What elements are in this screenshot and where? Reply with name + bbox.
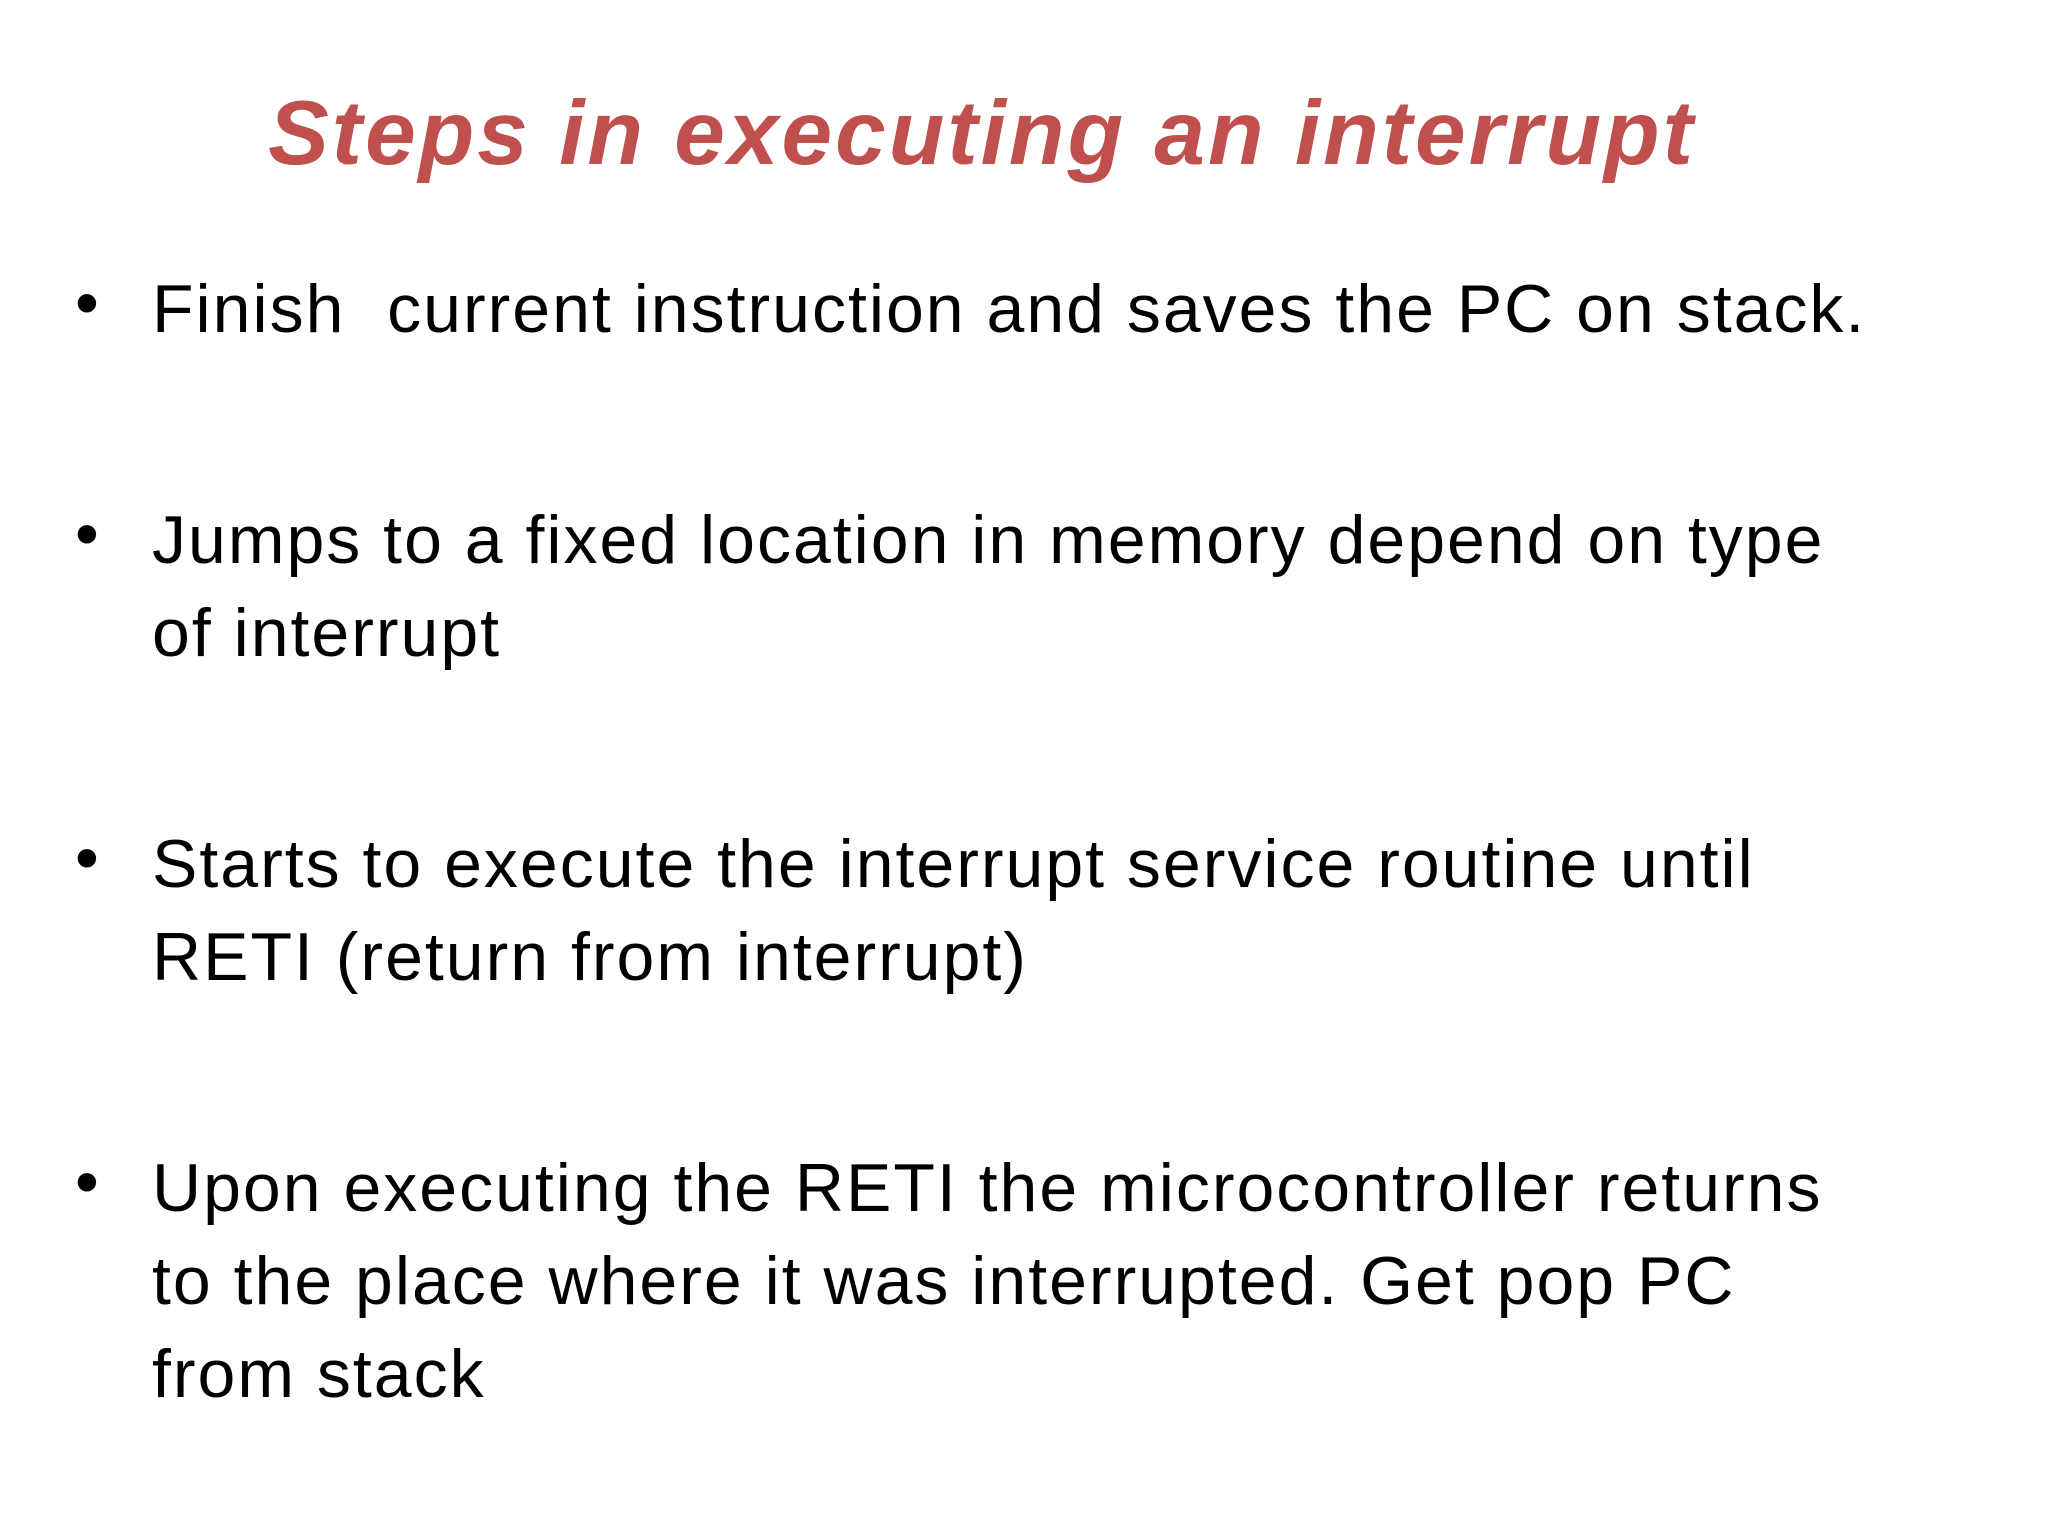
bullet-marker: • xyxy=(75,1144,99,1220)
bullet-marker: • xyxy=(75,496,99,572)
bullet-text: Upon executing the RETI the microcontrol… xyxy=(152,1150,1823,1412)
bullet-list: • Finish current instruction and saves th… xyxy=(75,263,1975,1536)
bullet-text: Finish current instruction and saves the… xyxy=(152,271,1867,347)
slide-title: Steps in executing an interrupt xyxy=(268,83,1696,184)
bullet-marker: • xyxy=(75,820,99,896)
bullet-text: Jumps to a fixed location in memory depe… xyxy=(152,502,1825,671)
bullet-marker: • xyxy=(75,265,99,341)
bullet-item: • Finish current instruction and saves th… xyxy=(75,263,1975,356)
bullet-item: • Jumps to a fixed location in memory dep… xyxy=(75,494,1975,680)
bullet-item: • Upon executing the RETI the microcontro… xyxy=(75,1142,1975,1421)
bullet-text: Starts to execute the interrupt service … xyxy=(152,826,1755,995)
bullet-item: • Starts to execute the interrupt service… xyxy=(75,818,1975,1004)
